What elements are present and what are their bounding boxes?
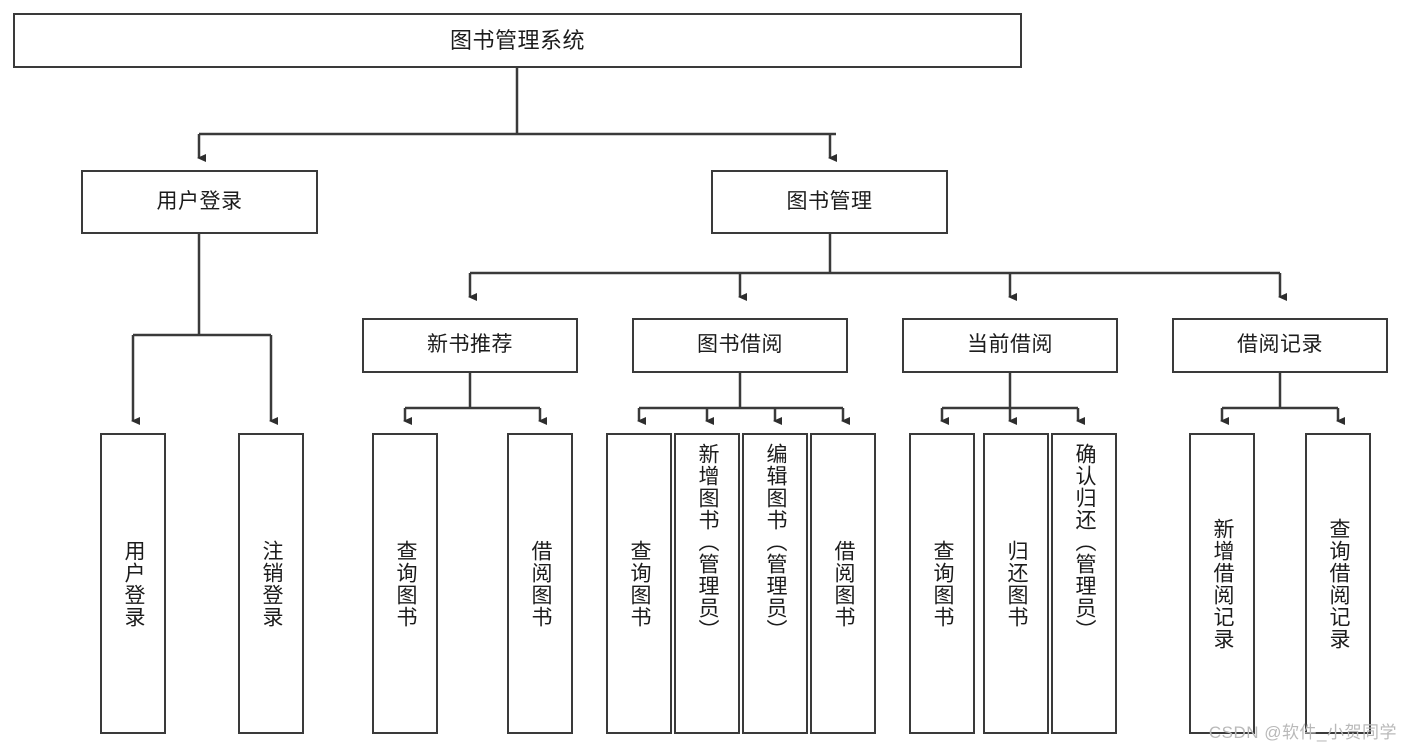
node-leaf-query-book-2-label: 查询图书 [628, 539, 652, 628]
node-leaf-borrow-book-1-label: 借阅图书 [529, 539, 553, 628]
node-leaf-user-login[interactable]: 用户登录 [100, 433, 166, 734]
node-leaf-query-book-3-label: 查询图书 [931, 539, 955, 628]
csdn-watermark: CSDN @软件_小贺同学 [1208, 723, 1397, 742]
node-leaf-edit-book-label: 编辑图书（管理员） [764, 443, 788, 641]
node-leaf-logout-label: 注销登录 [260, 539, 284, 628]
node-leaf-query-record-label: 查询借阅记录 [1327, 517, 1351, 650]
node-leaf-add-record[interactable]: 新增借阅记录 [1189, 433, 1255, 734]
node-leaf-edit-book[interactable]: 编辑图书（管理员） [742, 433, 808, 734]
node-book-borrow[interactable]: 图书借阅 [632, 318, 848, 373]
node-leaf-query-record[interactable]: 查询借阅记录 [1305, 433, 1371, 734]
node-book-borrow-label: 图书借阅 [697, 333, 783, 357]
node-leaf-borrow-book-2[interactable]: 借阅图书 [810, 433, 876, 734]
node-leaf-query-book-2[interactable]: 查询图书 [606, 433, 672, 734]
node-borrow-record-label: 借阅记录 [1237, 333, 1323, 357]
node-leaf-confirm-return-label: 确认归还（管理员） [1073, 443, 1097, 641]
node-leaf-user-login-label: 用户登录 [122, 539, 146, 628]
node-book-manage[interactable]: 图书管理 [711, 170, 948, 234]
node-book-manage-label: 图书管理 [786, 189, 873, 213]
node-leaf-query-book-3[interactable]: 查询图书 [909, 433, 975, 734]
node-leaf-add-book-label: 新增图书（管理员） [696, 443, 720, 641]
node-leaf-query-book-1[interactable]: 查询图书 [372, 433, 438, 734]
node-leaf-borrow-book-2-label: 借阅图书 [832, 539, 856, 628]
node-current-borrow-label: 当前借阅 [967, 333, 1053, 357]
node-leaf-query-book-1-label: 查询图书 [394, 539, 418, 628]
node-leaf-logout[interactable]: 注销登录 [238, 433, 304, 734]
node-user-login[interactable]: 用户登录 [81, 170, 318, 234]
node-leaf-confirm-return[interactable]: 确认归还（管理员） [1051, 433, 1117, 734]
node-leaf-add-book[interactable]: 新增图书（管理员） [674, 433, 740, 734]
node-current-borrow[interactable]: 当前借阅 [902, 318, 1118, 373]
node-new-book-rec[interactable]: 新书推荐 [362, 318, 578, 373]
node-root-label: 图书管理系统 [449, 27, 585, 53]
node-borrow-record[interactable]: 借阅记录 [1172, 318, 1388, 373]
node-leaf-return-book[interactable]: 归还图书 [983, 433, 1049, 734]
node-leaf-add-record-label: 新增借阅记录 [1211, 517, 1235, 650]
node-leaf-borrow-book-1[interactable]: 借阅图书 [507, 433, 573, 734]
node-root[interactable]: 图书管理系统 [13, 13, 1022, 68]
node-leaf-return-book-label: 归还图书 [1005, 539, 1029, 628]
node-new-book-rec-label: 新书推荐 [427, 333, 513, 357]
node-user-login-label: 用户登录 [156, 189, 243, 213]
